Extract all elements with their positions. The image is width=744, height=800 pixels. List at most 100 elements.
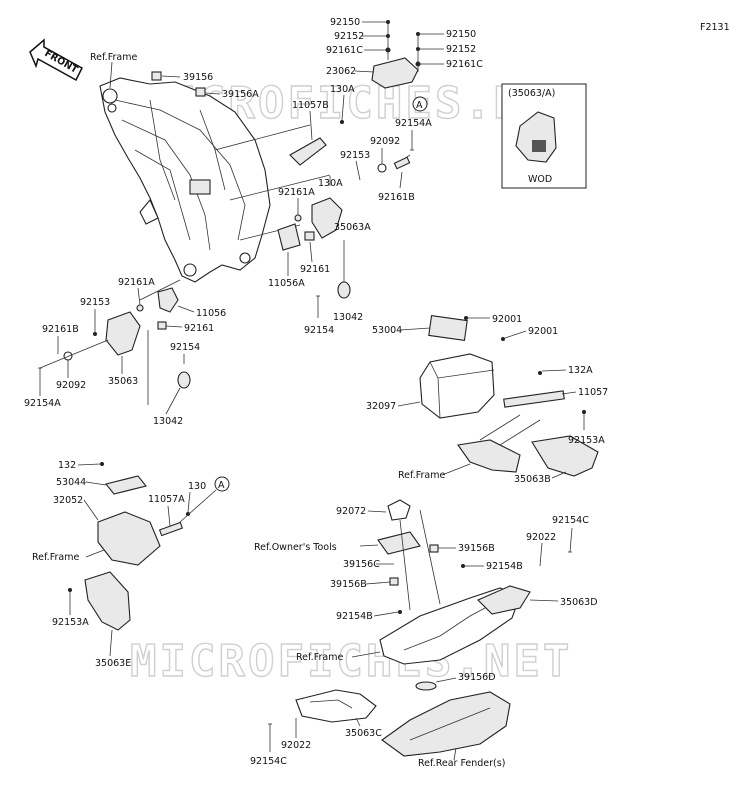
label-92152-right: 92152 — [446, 44, 476, 55]
label-92150-right: 92150 — [446, 29, 476, 40]
label-92092-left: 92092 — [56, 380, 86, 391]
label-11056: 11056 — [196, 308, 226, 319]
label-39156D: 39156D — [458, 672, 496, 683]
label-13042-left: 13042 — [153, 416, 183, 427]
inset-caption: WOD — [528, 174, 552, 185]
part-rear-fender — [381, 691, 511, 757]
part-53004 — [428, 314, 468, 342]
callout-a-lower-icon — [214, 476, 230, 492]
label-92154C-left: 92154C — [250, 756, 287, 767]
part-35063A — [311, 197, 343, 239]
label-11057B: 11057B — [292, 100, 329, 111]
label-92154-mid: 92154 — [304, 325, 334, 336]
part-39156 — [151, 71, 162, 81]
label-ref-frame-seat: Ref.Frame — [296, 652, 343, 663]
label-92161A-top: 92161A — [278, 187, 315, 198]
part-23062 — [371, 57, 419, 89]
callout-a-top-icon — [412, 96, 428, 112]
front-arrow-icon: FRONT — [29, 38, 83, 82]
part-32052 — [97, 511, 161, 566]
label-92153-top: 92153 — [340, 150, 370, 161]
label-ref-owners-tools: Ref.Owner's Tools — [254, 542, 337, 553]
label-92154A-top: 92154A — [395, 118, 432, 129]
label-92001-a: 92001 — [492, 314, 522, 325]
part-92161-left — [157, 321, 167, 330]
label-35063B: 35063B — [514, 474, 551, 485]
part-39156D — [415, 681, 437, 691]
label-92161C-right: 92161C — [446, 59, 483, 70]
label-35063A: 35063A — [334, 222, 371, 233]
label-23062: 23062 — [326, 66, 356, 77]
label-92154C-right: 92154C — [552, 515, 589, 526]
part-35063D — [477, 585, 531, 615]
callout-a-top: A — [416, 100, 423, 111]
label-92001-b: 92001 — [528, 326, 558, 337]
label-35063E: 35063E — [95, 658, 131, 669]
part-11057A — [158, 521, 184, 537]
label-92153A-right: 92153A — [568, 435, 605, 446]
part-13042-mid — [337, 281, 351, 299]
label-92152-left: 92152 — [334, 31, 364, 42]
label-11057: 11057 — [578, 387, 608, 398]
callout-a-lower: A — [218, 480, 225, 491]
label-130A-mid: 130A — [318, 178, 343, 189]
part-13042-left — [177, 371, 191, 389]
part-35063B — [531, 435, 599, 477]
part-32097 — [419, 353, 495, 419]
label-11057A: 11057A — [148, 494, 185, 505]
label-92072: 92072 — [336, 506, 366, 517]
label-39156: 39156 — [183, 72, 213, 83]
label-39156C: 39156C — [343, 559, 380, 570]
label-32052: 32052 — [53, 495, 83, 506]
label-13042-mid: 13042 — [333, 312, 363, 323]
label-92022-left: 92022 — [281, 740, 311, 751]
label-92154A-left: 92154A — [24, 398, 61, 409]
part-35063C — [295, 689, 377, 723]
label-92153A-left: 92153A — [52, 617, 89, 628]
label-92150-left: 92150 — [330, 17, 360, 28]
label-ref-rear-fender: Ref.Rear Fender(s) — [418, 758, 505, 769]
label-92154B-a: 92154B — [486, 561, 523, 572]
part-ref-frame-right — [457, 439, 521, 473]
label-92161-mid: 92161 — [300, 264, 330, 275]
part-53044 — [105, 475, 147, 495]
label-39156B-b: 39156B — [330, 579, 367, 590]
main-frame — [99, 77, 271, 283]
label-92154B-b: 92154B — [336, 611, 373, 622]
label-130A-top: 130A — [330, 84, 355, 95]
part-11057 — [503, 390, 565, 408]
label-ref-frame-top: Ref.Frame — [90, 52, 137, 63]
label-53004: 53004 — [372, 325, 402, 336]
label-39156B-a: 39156B — [458, 543, 495, 554]
label-92161B-top: 92161B — [378, 192, 415, 203]
figure-code: F2131 — [700, 22, 730, 33]
watermark-bottom: MICROFICHES.NET — [130, 636, 572, 687]
label-35063C: 35063C — [345, 728, 382, 739]
label-92092-top: 92092 — [370, 136, 400, 147]
label-92153-left: 92153 — [80, 297, 110, 308]
label-ref-frame-lower-left: Ref.Frame — [32, 552, 79, 563]
label-132: 132 — [58, 460, 76, 471]
label-32097: 32097 — [366, 401, 396, 412]
label-35063: 35063 — [108, 376, 138, 387]
label-92161-left: 92161 — [184, 323, 214, 334]
part-11056 — [157, 287, 179, 313]
label-92022-right: 92022 — [526, 532, 556, 543]
label-11056A: 11056A — [268, 278, 305, 289]
label-92161A-left: 92161A — [118, 277, 155, 288]
label-92161B-left: 92161B — [42, 324, 79, 335]
part-11057B — [289, 137, 327, 166]
label-132A: 132A — [568, 365, 593, 376]
part-35063E — [84, 571, 131, 631]
label-92154-left: 92154 — [170, 342, 200, 353]
label-ref-frame-right: Ref.Frame — [398, 470, 445, 481]
part-92072 — [387, 499, 411, 521]
label-92161C-left: 92161C — [326, 45, 363, 56]
part-39156A — [195, 87, 206, 97]
label-130: 130 — [188, 481, 206, 492]
label-39156A: 39156A — [222, 89, 259, 100]
label-35063D: 35063D — [560, 597, 598, 608]
part-35063 — [105, 311, 141, 356]
